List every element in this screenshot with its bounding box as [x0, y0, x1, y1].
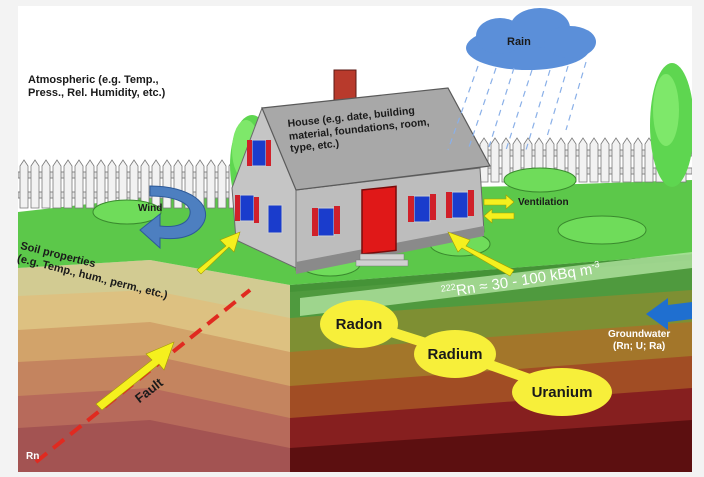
- rain-drops: [447, 61, 587, 151]
- fence-picket: [611, 137, 621, 183]
- groundwater-label-line2: (Rn; U; Ra): [613, 341, 666, 352]
- radon-band: [300, 252, 692, 316]
- radium-ellipse: Radium: [414, 330, 496, 378]
- groundwater-label: Groundwater (Rn; U; Ra): [608, 329, 670, 353]
- ventilation-arrows-icon: [483, 194, 515, 224]
- fence-picket: [633, 137, 643, 183]
- rn-label: Rn: [26, 451, 40, 462]
- fence-picket: [501, 137, 511, 183]
- fence-picket: [19, 159, 29, 209]
- bush: [92, 199, 162, 225]
- atmospheric-label-line2: Press., Rel. Humidity, etc.): [28, 87, 166, 100]
- tree-right: [650, 63, 692, 187]
- wind-arrow-icon: [139, 185, 207, 250]
- fence-picket: [206, 159, 216, 209]
- radon-entry-arrows: [95, 231, 515, 411]
- fence-picket: [85, 159, 95, 209]
- door: [361, 185, 397, 255]
- fence-picket: [107, 159, 117, 209]
- fence-picket: [644, 137, 654, 183]
- fence-picket: [600, 137, 610, 183]
- groundwater-arrow-icon: [646, 298, 692, 330]
- rain-cloud-icon: [466, 8, 596, 70]
- bush: [503, 167, 577, 193]
- fence-picket: [30, 159, 40, 209]
- atmospheric-label-line1: Atmospheric (e.g. Temp.,: [28, 74, 159, 86]
- fence-picket: [217, 159, 227, 209]
- groundwater-label-line1: Groundwater: [608, 329, 671, 340]
- radon-isotope-superscript: 222: [440, 281, 457, 294]
- fence-picket: [162, 159, 172, 209]
- fence-picket: [589, 137, 599, 183]
- house: [231, 69, 491, 274]
- fence-picket: [622, 137, 632, 183]
- fence-picket: [63, 159, 73, 209]
- fence-picket: [52, 159, 62, 209]
- fence-picket: [41, 159, 51, 209]
- fence-picket: [96, 159, 106, 209]
- unit-exponent: -3: [590, 258, 601, 271]
- radon-ellipse: Radon: [320, 300, 398, 348]
- rain-label: Rain: [507, 36, 531, 48]
- bush: [557, 215, 647, 245]
- fence-picket: [490, 137, 500, 183]
- uranium-ellipse: Uranium: [512, 368, 612, 416]
- wind-label: Wind: [138, 203, 163, 214]
- fence-picket: [74, 159, 84, 209]
- ventilation-label: Ventilation: [518, 197, 569, 208]
- fence-picket: [151, 159, 161, 209]
- fence-picket: [578, 137, 588, 183]
- atmospheric-label: Atmospheric (e.g. Temp., Press., Rel. Hu…: [28, 74, 165, 100]
